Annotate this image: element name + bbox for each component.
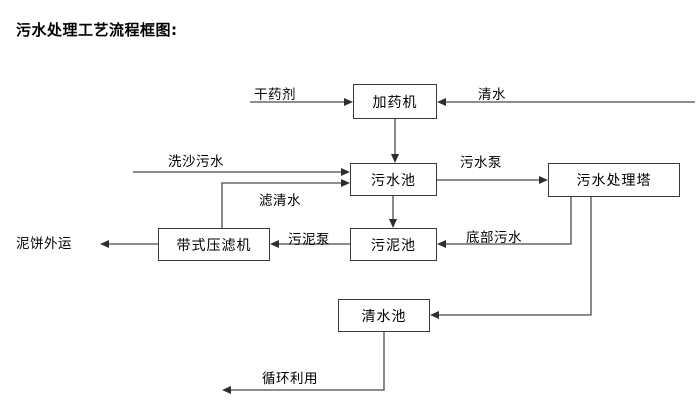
edge-label-bottom-sewage: 底部污水 (466, 230, 522, 246)
node-clean-water-pool[interactable]: 清水池 (338, 299, 430, 332)
arrow-mud-cake (100, 240, 109, 248)
node-dosing-machine[interactable]: 加药机 (353, 84, 437, 119)
node-treatment-tower-label: 污水处理塔 (576, 173, 652, 189)
arrow-dry-agent (344, 98, 353, 106)
node-sludge-pool-label: 污泥池 (371, 237, 416, 254)
node-sewage-pool-label: 污水池 (371, 172, 416, 189)
edge-label-sand-wash-sewage: 洗沙污水 (168, 154, 224, 170)
edge-tower-to-clean-line (437, 197, 592, 316)
arrow-recycle (222, 386, 231, 394)
node-belt-filter-press[interactable]: 带式压滤机 (158, 228, 270, 261)
edge-label-mud-cake-out: 泥饼外运 (16, 236, 72, 252)
node-dosing-machine-label: 加药机 (372, 94, 418, 111)
node-clean-water-pool-label: 清水池 (361, 308, 407, 325)
arrow-sand-wash (341, 168, 350, 176)
node-sewage-pool[interactable]: 污水池 (350, 163, 437, 196)
edge-label-sewage-pump: 污水泵 (460, 155, 502, 171)
arrow-dosing-to-sewage (391, 154, 399, 163)
edge-label-clean-water-in: 清水 (478, 87, 506, 103)
arrow-sewage-pump (539, 176, 548, 184)
arrow-filtrate (341, 179, 350, 187)
arrow-bottom-sewage (437, 240, 446, 248)
edge-label-recycle-reuse: 循环利用 (262, 371, 318, 387)
page-title: 污水处理工艺流程框图: (16, 21, 178, 39)
node-belt-filter-press-label: 带式压滤机 (176, 237, 252, 254)
arrow-sewage-to-sludge (389, 219, 397, 228)
arrow-tower-to-clean (430, 311, 439, 319)
node-sludge-pool[interactable]: 污泥池 (350, 228, 437, 261)
edge-label-filtrate-water: 滤清水 (259, 193, 301, 209)
node-treatment-tower[interactable]: 污水处理塔 (548, 163, 680, 197)
arrow-clean-water (437, 98, 446, 106)
edge-label-dry-agent: 干药剂 (254, 87, 296, 103)
arrow-sludge-pump (270, 240, 279, 248)
edge-label-sludge-pump: 污泥泵 (288, 232, 330, 248)
